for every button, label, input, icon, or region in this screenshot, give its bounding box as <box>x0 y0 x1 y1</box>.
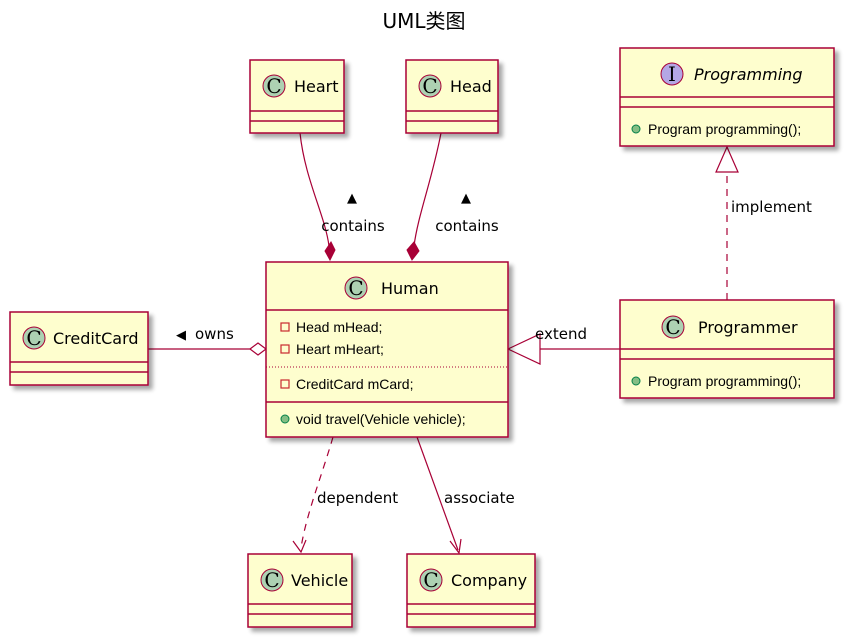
class-box <box>405 59 499 134</box>
class-glyph: C <box>264 568 279 592</box>
class-human[interactable]: C Human Head mHead; Heart mHeart; Credit… <box>265 261 509 438</box>
class-icon <box>661 315 685 339</box>
public-visibility-icon <box>631 124 641 134</box>
interface-method: Program programming(); <box>648 121 801 137</box>
composition-diamond-head <box>406 241 420 261</box>
class-programmer[interactable]: C Programmer Program programming(); <box>619 299 835 399</box>
owns-direction-icon: ◀ <box>176 328 186 343</box>
edge-human-vehicle <box>300 436 334 549</box>
heart-contains-direction-icon: ▲ <box>347 191 357 206</box>
diagram-title: UML类图 <box>382 9 465 33</box>
owns-label: owns <box>195 325 234 343</box>
class-name: Programmer <box>698 318 798 337</box>
edge-head-human <box>413 132 442 247</box>
edge-human-company <box>416 436 459 551</box>
class-method: Program programming(); <box>648 373 801 389</box>
class-name: Company <box>451 571 527 590</box>
realization-arrowhead <box>715 145 739 173</box>
class-company[interactable]: C Company <box>406 553 536 628</box>
class-glyph: C <box>422 74 437 98</box>
class-name: Vehicle <box>291 571 348 590</box>
class-icon <box>22 326 46 350</box>
class-icon <box>262 74 286 98</box>
class-glyph: C <box>266 74 281 98</box>
class-box <box>247 553 353 628</box>
class-icon <box>344 276 368 300</box>
class-vehicle[interactable]: C Vehicle <box>247 553 353 628</box>
heart-contains-label: contains <box>321 217 385 235</box>
class-box <box>265 261 509 438</box>
interface-icon <box>660 62 684 86</box>
class-glyph: C <box>423 568 438 592</box>
private-visibility-icon <box>280 344 290 354</box>
class-name: Heart <box>294 77 339 96</box>
class-name: Human <box>381 279 439 298</box>
association-arrowhead <box>449 538 462 555</box>
interface-name: Programming <box>694 65 802 84</box>
class-icon <box>260 568 284 592</box>
head-contains-label: contains <box>435 217 499 235</box>
generalization-arrowhead <box>506 333 541 365</box>
private-visibility-icon <box>280 379 290 389</box>
implement-label: implement <box>731 198 812 216</box>
class-glyph: C <box>665 315 680 339</box>
class-glyph: C <box>26 326 41 350</box>
class-creditcard[interactable]: C CreditCard <box>9 311 149 386</box>
dependent-label: dependent <box>317 489 398 507</box>
class-head[interactable]: C Head <box>405 59 499 134</box>
public-visibility-icon <box>280 414 290 424</box>
field-mheart: Heart mHeart; <box>296 341 384 357</box>
head-contains-direction-icon: ▲ <box>461 191 471 206</box>
dependency-arrowhead <box>292 539 307 554</box>
class-icon <box>418 74 442 98</box>
class-box <box>249 59 345 134</box>
field-mcard: CreditCard mCard; <box>296 376 413 392</box>
class-glyph: C <box>348 276 363 300</box>
class-box <box>9 311 149 386</box>
class-icon <box>419 568 443 592</box>
public-visibility-icon <box>631 376 641 386</box>
composition-diamond-heart <box>324 241 336 262</box>
class-name: Head <box>450 77 492 96</box>
aggregation-diamond <box>249 342 267 356</box>
interface-programming[interactable]: I Programming Program programming(); <box>619 47 835 147</box>
interface-glyph: I <box>668 62 676 86</box>
method-travel: void travel(Vehicle vehicle); <box>296 411 466 427</box>
associate-label: associate <box>444 489 515 507</box>
extend-label: extend <box>535 325 587 343</box>
class-name: CreditCard <box>53 329 139 348</box>
private-visibility-icon <box>280 322 290 332</box>
field-mhead: Head mHead; <box>296 319 382 335</box>
edge-heart-human <box>299 132 330 247</box>
class-heart[interactable]: C Heart <box>249 59 345 134</box>
